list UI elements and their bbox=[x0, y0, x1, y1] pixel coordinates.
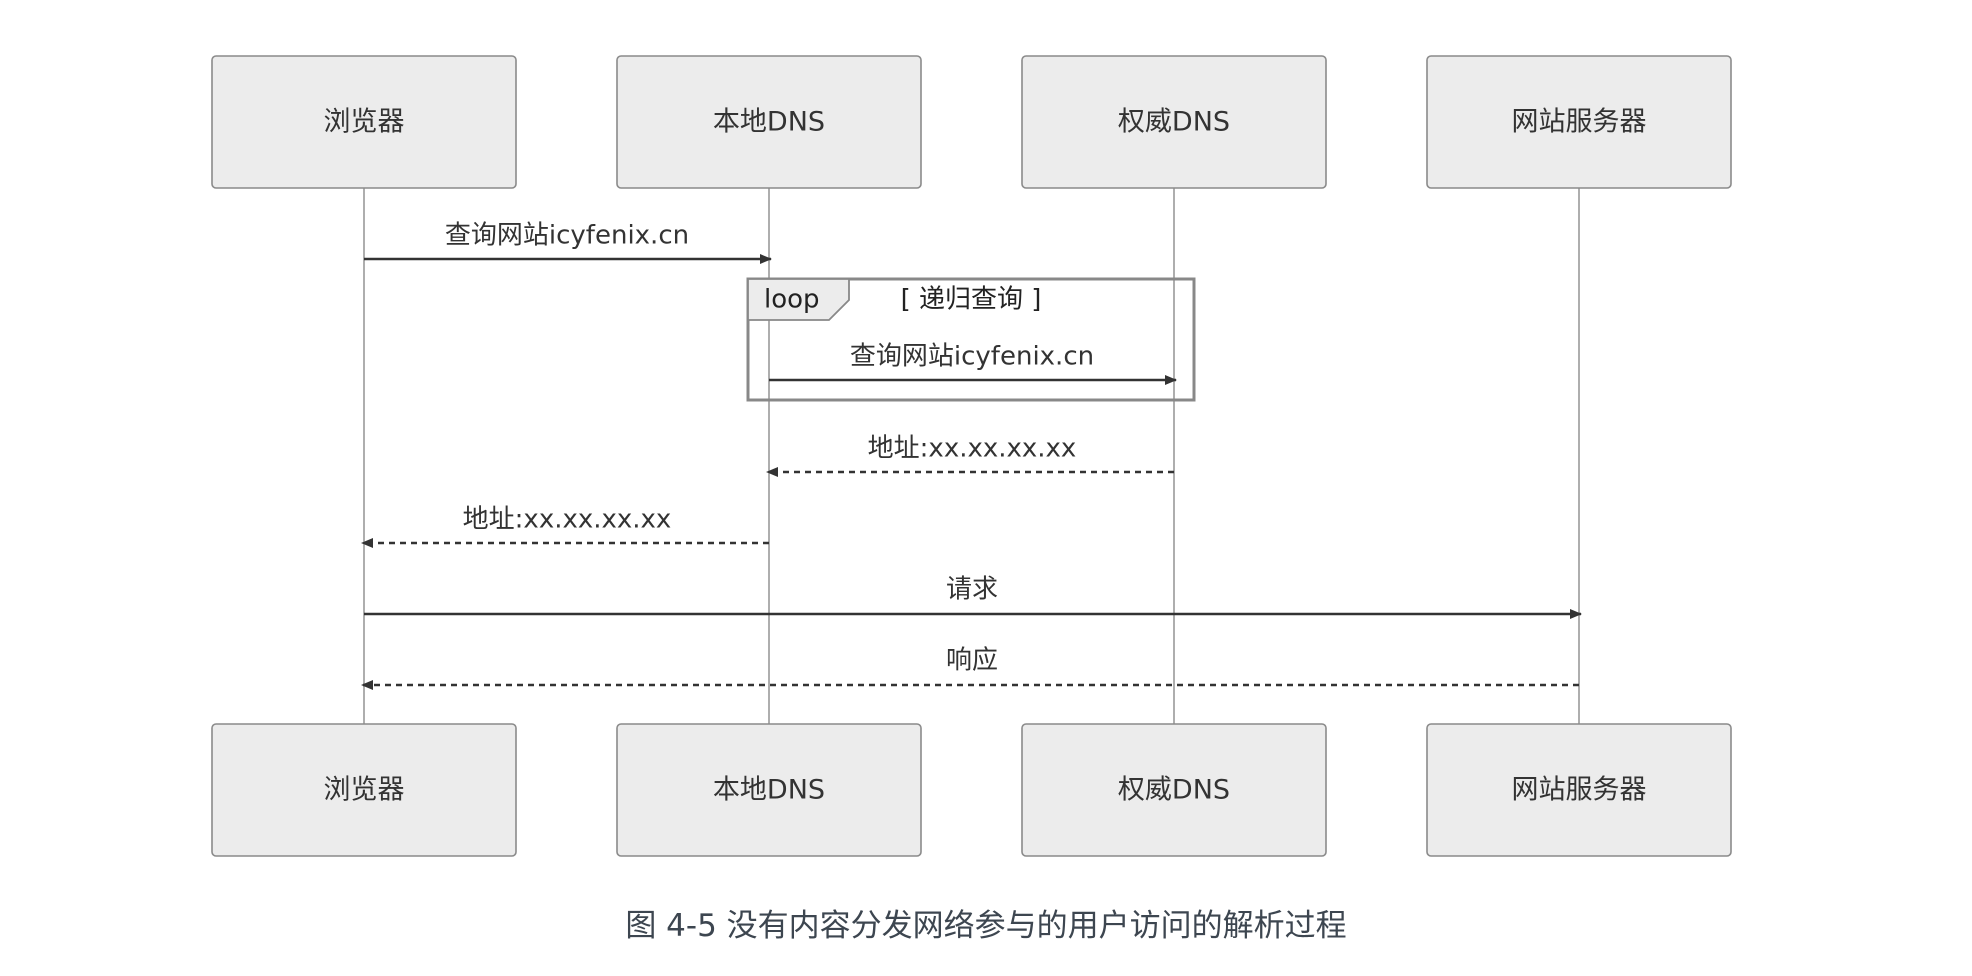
actor-label: 网站服务器 bbox=[1512, 775, 1647, 806]
message-label: 地址:xx.xx.xx.xx bbox=[868, 434, 1077, 464]
loop-frame bbox=[746, 277, 1196, 402]
lifelines bbox=[363, 188, 1580, 724]
message-label: 地址:xx.xx.xx.xx bbox=[463, 505, 672, 535]
message-request: 请求 bbox=[364, 575, 1582, 619]
message-label: 查询网站icyfenix.cn bbox=[850, 342, 1094, 372]
message-response: 响应 bbox=[361, 646, 1579, 690]
message-query-auth-dns: 查询网站icyfenix.cn bbox=[769, 342, 1177, 385]
participant-web-server-top: 网站服务器 bbox=[1426, 55, 1732, 189]
actor-box bbox=[616, 723, 922, 857]
figure-caption: 图 4-5 没有内容分发网络参与的用户访问的解析过程 bbox=[625, 908, 1347, 944]
message-label: 查询网站icyfenix.cn bbox=[445, 221, 689, 251]
participant-auth-dns-bottom: 权威DNS bbox=[1021, 723, 1327, 857]
message-query-local-dns: 查询网站icyfenix.cn bbox=[364, 221, 772, 264]
actor-box bbox=[1426, 723, 1732, 857]
loop-fragment: loop [ 递归查询 ] bbox=[746, 277, 1196, 402]
messages: 查询网站icyfenix.cn 查询网站icyfenix.cn 地址:xx.xx… bbox=[361, 221, 1582, 690]
participant-web-server-bottom: 网站服务器 bbox=[1426, 723, 1732, 857]
actor-box bbox=[211, 723, 517, 857]
loop-tab bbox=[747, 278, 850, 321]
actor-box bbox=[616, 55, 922, 189]
loop-keyword: loop bbox=[764, 285, 820, 315]
participants-top: 浏览器 本地DNS 权威DNS 网站服务器 bbox=[211, 55, 1732, 189]
participant-local-dns-top: 本地DNS bbox=[616, 55, 922, 189]
actor-label: 权威DNS bbox=[1118, 107, 1230, 138]
actor-box bbox=[1021, 55, 1327, 189]
actor-label: 本地DNS bbox=[713, 775, 825, 806]
message-label: 请求 bbox=[946, 575, 998, 605]
actor-box bbox=[1021, 723, 1327, 857]
participant-browser-top: 浏览器 bbox=[211, 55, 517, 189]
actor-label: 浏览器 bbox=[324, 107, 405, 138]
participant-local-dns-bottom: 本地DNS bbox=[616, 723, 922, 857]
actor-label: 网站服务器 bbox=[1512, 107, 1647, 138]
participant-browser-bottom: 浏览器 bbox=[211, 723, 517, 857]
participant-auth-dns-top: 权威DNS bbox=[1021, 55, 1327, 189]
actor-label: 浏览器 bbox=[324, 775, 405, 806]
actor-label: 本地DNS bbox=[713, 107, 825, 138]
message-address-to-browser: 地址:xx.xx.xx.xx bbox=[361, 505, 769, 548]
message-address-to-local-dns: 地址:xx.xx.xx.xx bbox=[766, 434, 1174, 477]
message-label: 响应 bbox=[946, 646, 998, 676]
actor-label: 权威DNS bbox=[1118, 775, 1230, 806]
actor-box bbox=[211, 55, 517, 189]
actor-box bbox=[1426, 55, 1732, 189]
participants-bottom: 浏览器 本地DNS 权威DNS 网站服务器 bbox=[211, 723, 1732, 857]
loop-condition: [ 递归查询 ] bbox=[901, 285, 1042, 315]
